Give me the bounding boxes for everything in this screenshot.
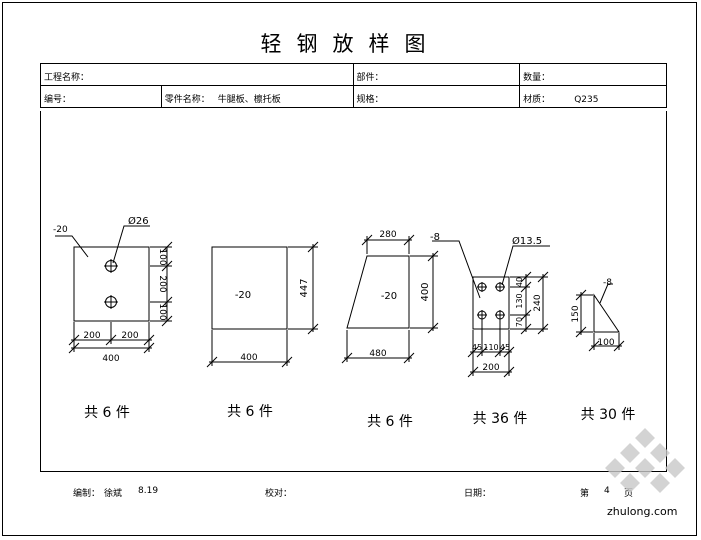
part-1-count: 共 6 件 bbox=[84, 405, 130, 421]
part-name-value: 牛腿板、檩托板 bbox=[217, 95, 281, 105]
part-5-dim-height: 150 bbox=[571, 305, 581, 322]
part-4-hole: Ø13.5 bbox=[512, 235, 542, 247]
page-prefix: 第 bbox=[580, 489, 590, 499]
page-number: 4 bbox=[604, 486, 610, 496]
part-4-plate bbox=[432, 240, 550, 378]
drawn-date: 8.19 bbox=[138, 486, 159, 496]
quantity-label: 数量： bbox=[523, 73, 551, 83]
material-label: 材质： bbox=[523, 95, 551, 105]
drawing-area bbox=[40, 111, 667, 472]
part-1-dim-h1: 200 bbox=[83, 331, 100, 341]
part-name-label: 零件名称： bbox=[164, 95, 210, 105]
part-2-count: 共 6 件 bbox=[227, 404, 273, 420]
part-1-dim-total: 400 bbox=[102, 354, 119, 364]
part-2-plate bbox=[206, 241, 319, 368]
part-5-dim-width: 100 bbox=[597, 338, 614, 348]
part-4-dim-h1: 45 bbox=[472, 343, 482, 352]
drawing-title: 轻钢放样图 bbox=[260, 32, 441, 56]
part-1-thickness: -20 bbox=[53, 225, 68, 235]
part-4-dim-v2: 130 bbox=[515, 293, 524, 308]
date-label: 日期： bbox=[464, 489, 492, 499]
part-2-thickness: -20 bbox=[235, 290, 251, 301]
part-4-dim-v3: 70 bbox=[515, 317, 524, 327]
project-name-label: 工程名称： bbox=[44, 73, 90, 83]
part-1-plate bbox=[55, 225, 173, 354]
part-4-dim-vtotal: 240 bbox=[533, 294, 543, 311]
part-4-dim-htotal: 200 bbox=[482, 363, 499, 373]
part-4-thickness: -8 bbox=[430, 232, 440, 243]
part-5-plate bbox=[575, 283, 625, 352]
part-2-dim-width: 400 bbox=[240, 353, 257, 363]
part-3-thickness: -20 bbox=[381, 291, 397, 302]
part-3-dim-bottom: 480 bbox=[369, 349, 386, 359]
watermark-text: zhulong.com bbox=[607, 505, 677, 518]
component-label: 部件： bbox=[356, 73, 384, 83]
part-4-dim-h3: 45 bbox=[500, 343, 510, 352]
part-name-cell: 零件名称： 牛腿板、檩托板 bbox=[160, 85, 354, 108]
drawn-by-label: 编制： bbox=[73, 489, 101, 499]
part-5-count: 共 30 件 bbox=[581, 407, 636, 423]
part-4-count: 共 36 件 bbox=[473, 411, 528, 427]
part-4-dim-h2: 110 bbox=[483, 343, 498, 352]
title-block-table: 工程名称： 部件： 数量： 编号： 零件名称： 牛腿板、檩托板 规格： 材质： Q2… bbox=[40, 63, 667, 108]
spec-label: 规格： bbox=[356, 95, 384, 105]
part-3-count: 共 6 件 bbox=[367, 414, 413, 430]
part-1-dim-v3: 100 bbox=[157, 303, 167, 320]
watermark-logo: zhulong.com bbox=[605, 428, 695, 527]
number-label: 编号： bbox=[44, 95, 72, 105]
material-value: Q235 bbox=[574, 95, 599, 105]
part-1-hole: Ø26 bbox=[128, 215, 149, 227]
page-suffix: 页 bbox=[624, 489, 634, 499]
drawn-by-name: 徐斌 bbox=[104, 489, 123, 499]
checked-by-label: 校对： bbox=[265, 489, 293, 499]
part-3-plate bbox=[341, 234, 439, 364]
part-4-dim-v1: 40 bbox=[515, 277, 524, 287]
part-1-dim-h2: 200 bbox=[121, 331, 138, 341]
material-cell: 材质： Q235 bbox=[519, 85, 667, 108]
part-5-thickness: -8 bbox=[603, 278, 612, 288]
part-1-dim-v2: 200 bbox=[157, 275, 167, 292]
part-3-dim-top: 280 bbox=[379, 230, 396, 240]
part-3-dim-height: 400 bbox=[420, 282, 431, 301]
part-2-dim-height: 447 bbox=[299, 278, 310, 297]
part-1-dim-v1: 100 bbox=[157, 248, 167, 265]
